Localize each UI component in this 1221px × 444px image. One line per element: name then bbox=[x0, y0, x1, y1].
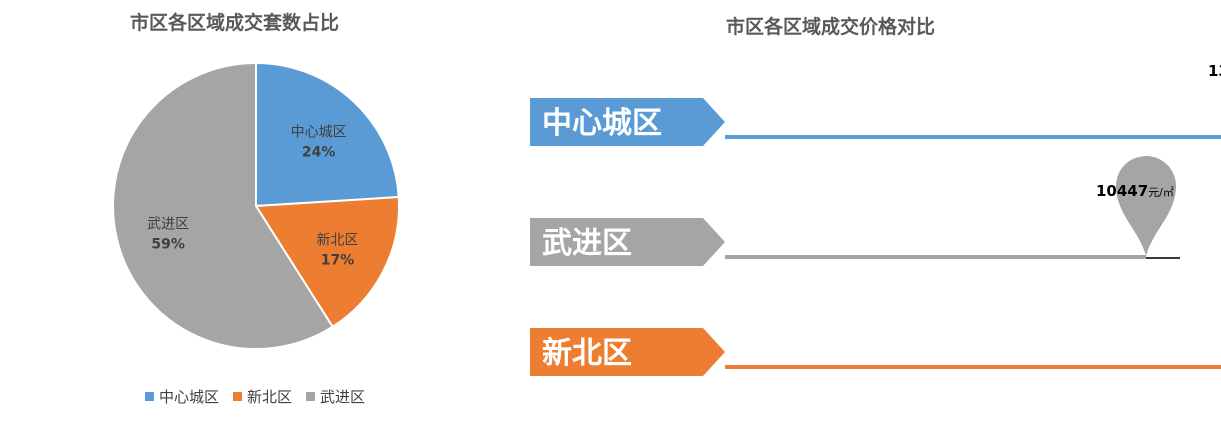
pie-slice bbox=[255, 61, 400, 208]
price-chart-panel: 市区各区域成交价格对比 中心城区13225元/㎡武进区10447元/㎡新北区15… bbox=[510, 0, 1221, 444]
legend-item: 武进区 bbox=[306, 386, 365, 407]
region-banner-label: 新北区 bbox=[542, 336, 632, 371]
region-banner bbox=[530, 218, 725, 266]
price-value-label: 13225元/㎡ bbox=[1208, 62, 1221, 80]
price-bar bbox=[725, 255, 1147, 259]
price-chart-title: 市区各区域成交价格对比 bbox=[726, 16, 936, 38]
legend-swatch bbox=[233, 392, 243, 401]
legend-swatch bbox=[145, 392, 154, 401]
price-value-label: 10447元/㎡ bbox=[1096, 182, 1174, 200]
pie-legend: 中心城区 新北区 武进区 bbox=[145, 386, 365, 407]
region-banner bbox=[530, 328, 725, 376]
price-chart: 中心城区13225元/㎡武进区10447元/㎡新北区15065元/㎡ bbox=[530, 62, 1221, 376]
pie-slice-percent: 17% bbox=[321, 253, 355, 269]
price-bar bbox=[725, 365, 1221, 369]
pie-slice bbox=[112, 61, 335, 350]
pie-chart: 中心城区 24% 新北区 17% 武进区 59% bbox=[112, 61, 400, 350]
pie-slice-name: 武进区 bbox=[147, 217, 189, 233]
pie-slice-name: 新北区 bbox=[317, 233, 359, 249]
pie-chart-title: 市区各区域成交套数占比 bbox=[130, 12, 340, 34]
region-banner bbox=[530, 98, 725, 146]
legend-swatch bbox=[306, 392, 316, 401]
legend-item: 新北区 bbox=[233, 386, 292, 407]
region-banner-label: 中心城区 bbox=[542, 106, 662, 141]
legend-label: 中心城区 bbox=[159, 388, 220, 406]
pie-slice-percent: 59% bbox=[151, 237, 185, 253]
legend-item: 中心城区 bbox=[145, 386, 219, 407]
legend-label: 新北区 bbox=[247, 388, 293, 406]
pie-slice-name: 中心城区 bbox=[291, 124, 347, 140]
price-bar bbox=[725, 135, 1221, 139]
price-pin-marker bbox=[1116, 156, 1177, 256]
pie-slice bbox=[254, 195, 400, 329]
pie-slice-percent: 24% bbox=[302, 144, 336, 160]
legend-label: 武进区 bbox=[320, 388, 366, 406]
region-banner-label: 武进区 bbox=[542, 226, 632, 261]
